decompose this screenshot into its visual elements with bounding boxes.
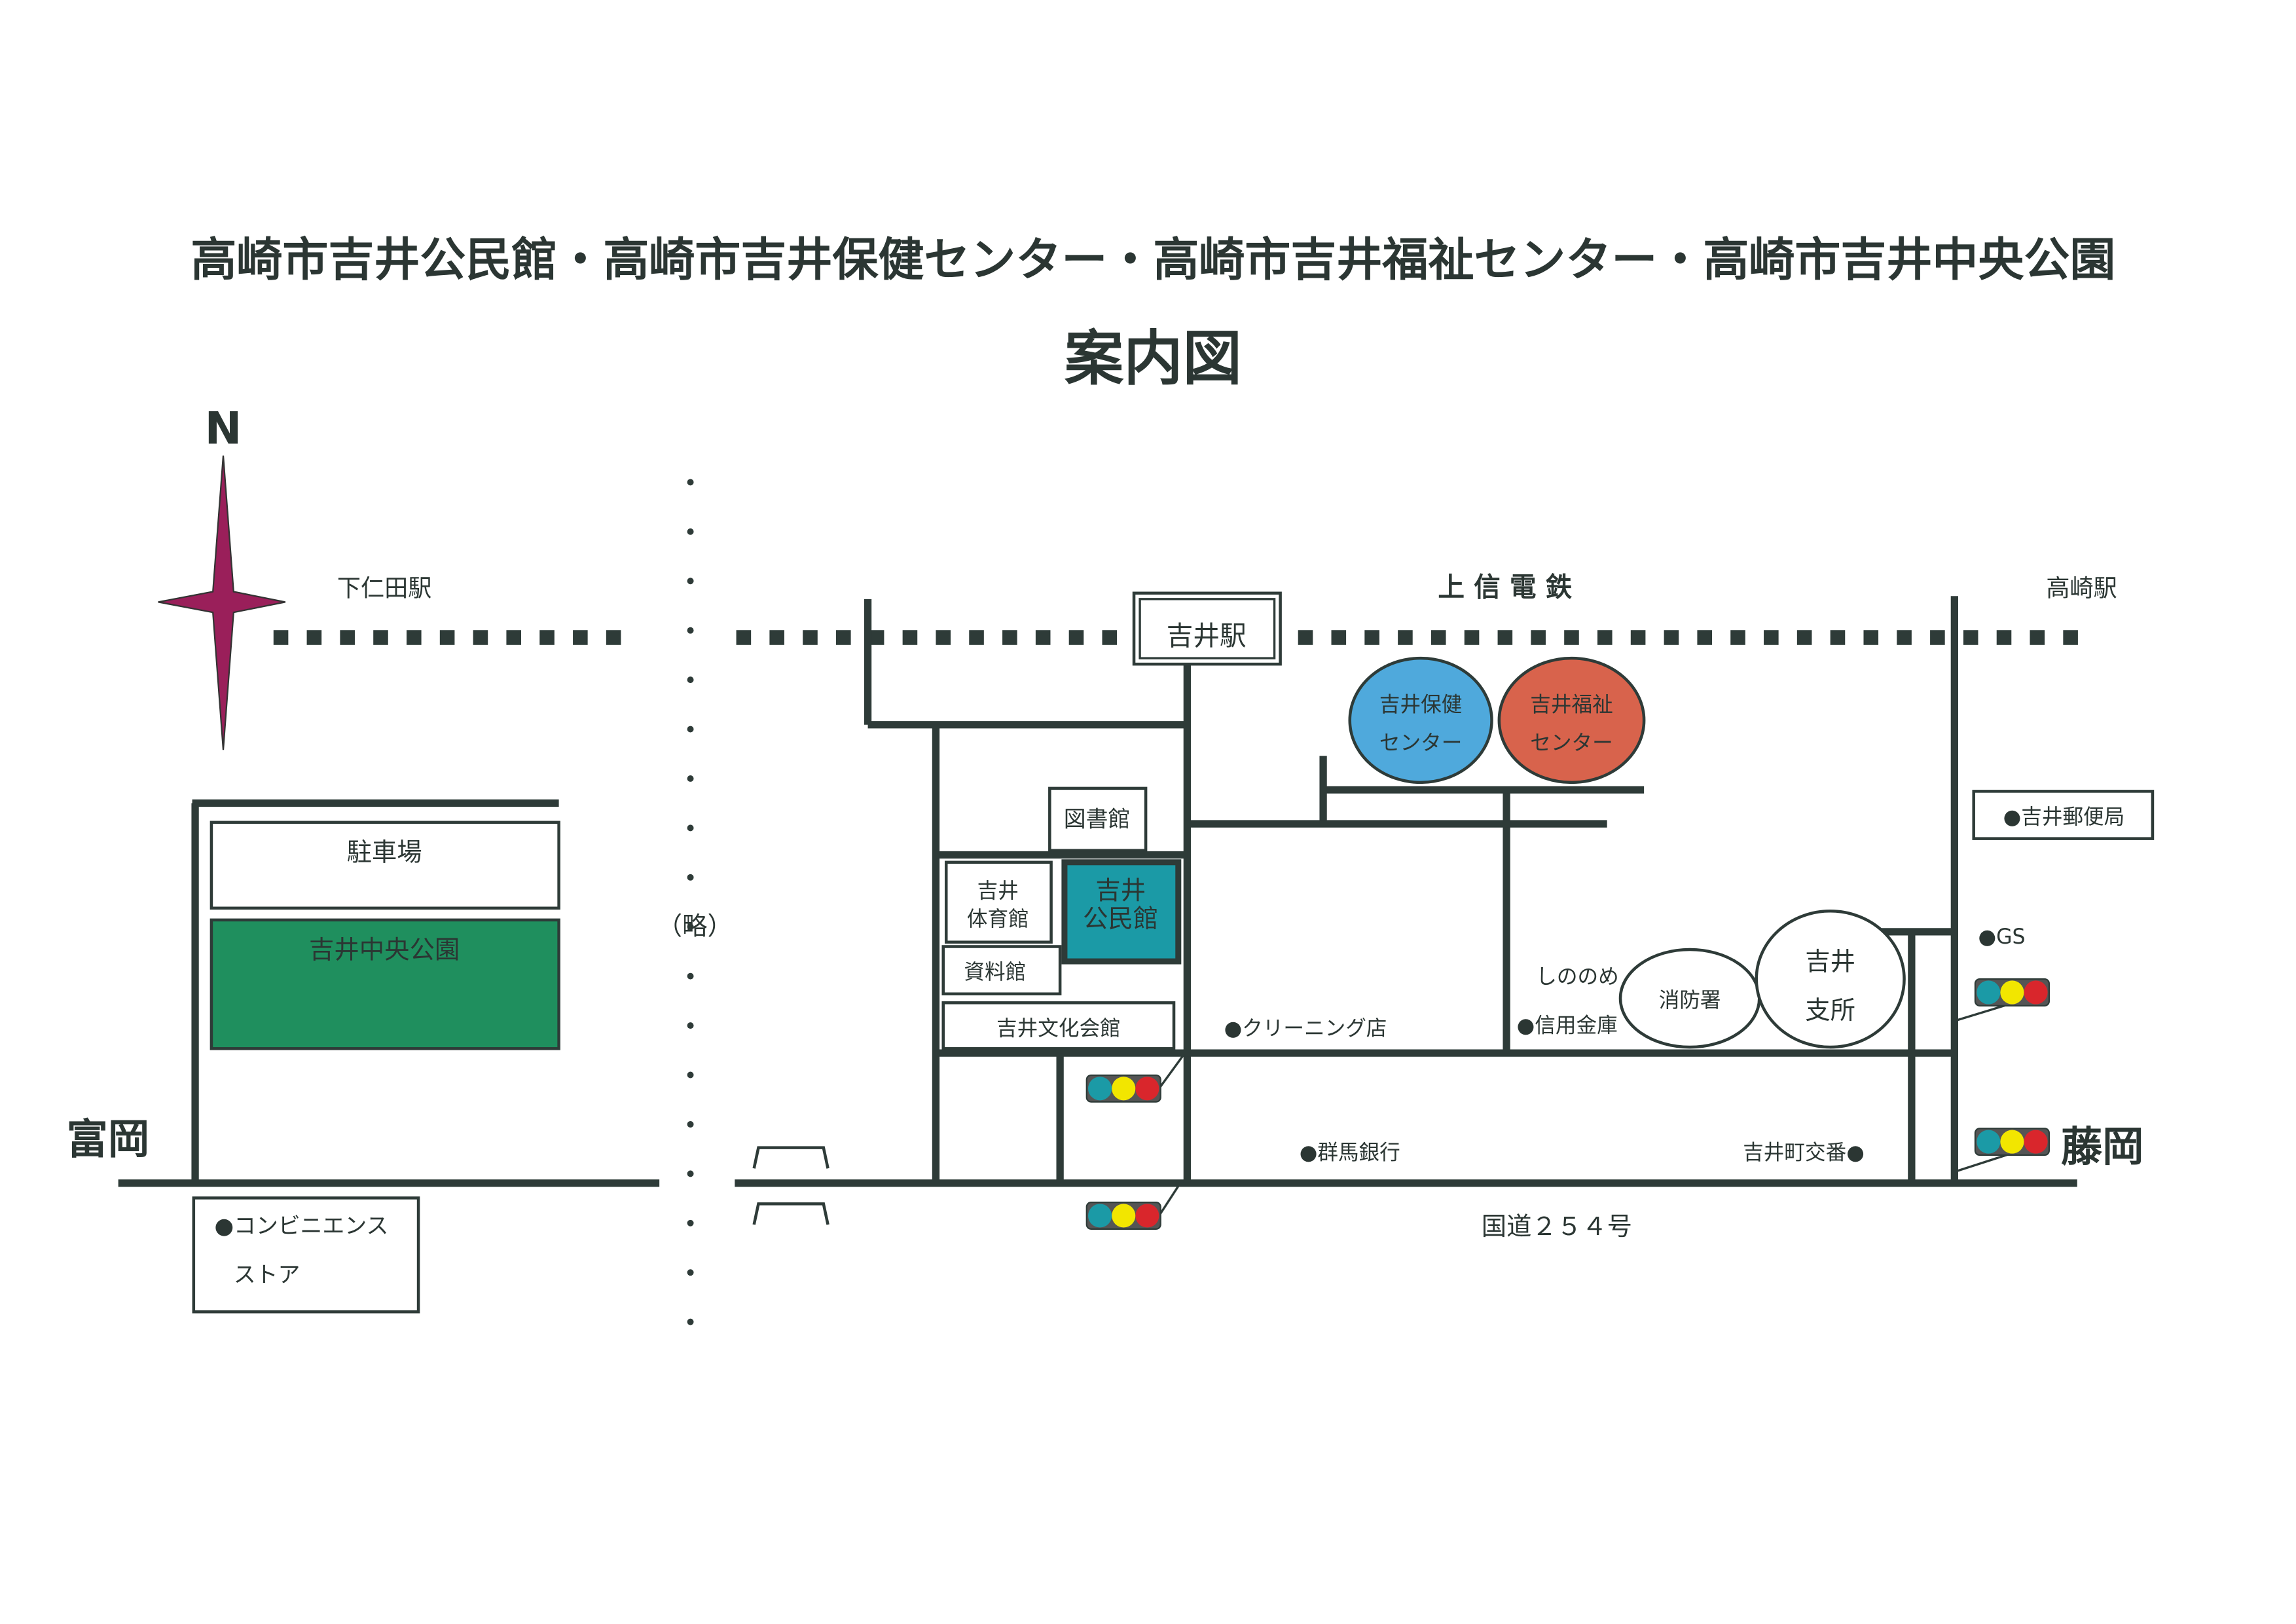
parking-box: [210, 821, 560, 910]
omitted-label: （略）: [657, 912, 733, 941]
post-office-label: ●吉井郵便局: [2003, 805, 2125, 829]
health-center: [1348, 656, 1493, 784]
branch-label-1: 吉井: [1805, 948, 1855, 977]
bridge-icon: [752, 1146, 829, 1225]
branch-label-2: 支所: [1805, 996, 1855, 1025]
welfare-center: [1497, 656, 1646, 784]
gas-station-label: ●GS: [1978, 925, 2025, 949]
fire-station-label: 消防署: [1659, 989, 1721, 1012]
north-label: N: [205, 403, 242, 454]
police-box-label: 吉井町交番●: [1743, 1141, 1865, 1165]
map-subtitle: 案内図: [1065, 324, 1242, 393]
traffic-light-icon: [1085, 1185, 1180, 1230]
left-roads: [118, 799, 660, 1187]
map-title: 高崎市吉井公民館・高崎市吉井保健センター・高崎市吉井福祉センター・高崎市吉井中央…: [191, 232, 2115, 286]
community-hall-label-2: 公民館: [1083, 904, 1158, 934]
bank-label: ●群馬銀行: [1300, 1141, 1400, 1165]
traffic-light-icon: [1956, 1128, 2050, 1173]
cleaning-label: ●クリーニング店: [1224, 1017, 1387, 1041]
credit-union-label: ●信用金庫: [1517, 1014, 1618, 1037]
branch-office: [1755, 910, 1906, 1049]
welfare-center-label-1: 吉井福祉: [1530, 693, 1613, 716]
welfare-center-label-2: センター: [1530, 731, 1613, 755]
compass-icon: N: [158, 403, 286, 750]
gym-label-1: 吉井: [977, 879, 1019, 903]
traffic-light-icon: [1085, 1055, 1184, 1103]
health-center-label-1: 吉井保健: [1379, 693, 1462, 716]
route-254-label: 国道２５４号: [1482, 1212, 1632, 1242]
takasaki-station-label: 高崎駅: [2046, 574, 2117, 602]
culture-hall-box: [941, 1001, 1176, 1050]
railway-line: [273, 630, 2078, 645]
fujioka-label: 藤岡: [2061, 1122, 2143, 1171]
convenience-label-2: ストア: [234, 1262, 301, 1287]
parking-label: 駐車場: [347, 838, 422, 868]
library-label: 図書館: [1064, 807, 1131, 832]
shimonita-station-label: 下仁田駅: [337, 574, 431, 602]
railway-name: 上 信 電 鉄: [1438, 571, 1572, 602]
yoshii-station-label: 吉井駅: [1167, 620, 1247, 652]
omission-separator: [687, 479, 694, 1325]
archive-box: [941, 945, 1062, 996]
health-center-label-2: センター: [1379, 731, 1462, 755]
gym-label-2: 体育館: [967, 908, 1029, 931]
convenience-store-box: [192, 1196, 420, 1314]
culture-hall-label: 吉井文化会館: [996, 1017, 1121, 1041]
park-label: 吉井中央公園: [309, 936, 460, 965]
traffic-light-icon: [1956, 978, 2050, 1022]
central-park: [210, 918, 560, 1050]
community-hall-label-1: 吉井: [1095, 876, 1146, 906]
convenience-label-1: ●コンビニエンス: [214, 1213, 388, 1239]
community-hall: [1061, 859, 1182, 965]
post-office-box: [1972, 790, 2155, 840]
gym-box: [944, 860, 1053, 944]
right-roads: [735, 596, 2077, 1187]
shinonome-label: しののめ: [1536, 965, 1618, 989]
yoshii-station-box: [1132, 591, 1282, 666]
library-box: [1048, 786, 1148, 852]
archive-label: 資料館: [964, 961, 1026, 984]
tomioka-label: 富岡: [67, 1115, 149, 1164]
